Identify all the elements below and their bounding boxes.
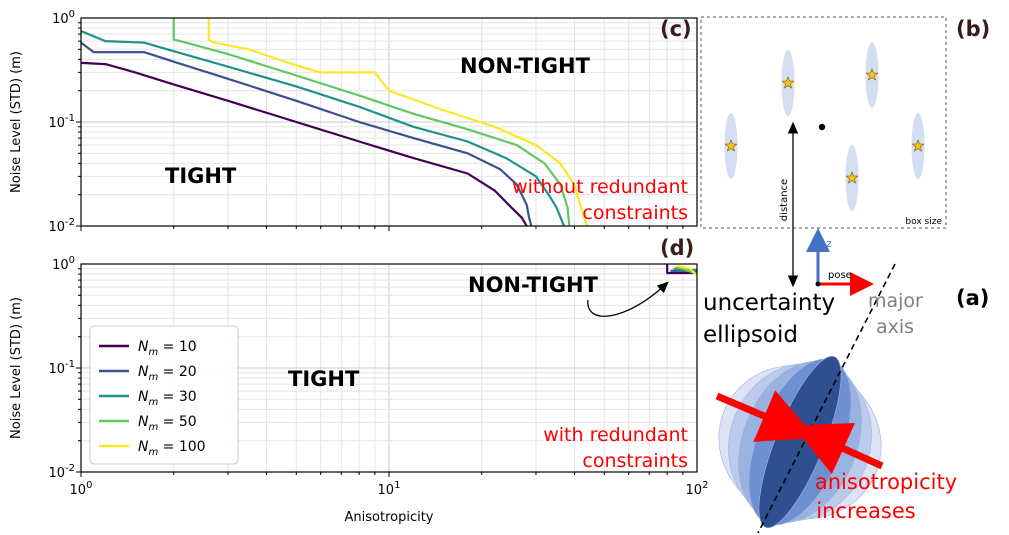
anisotropy-arrow-right xyxy=(792,423,884,475)
region-label-tight-c: TIGHT xyxy=(165,164,237,188)
y-tick-label: 100 xyxy=(52,255,75,273)
y-axis-label-d: Noise Level (STD) (m) xyxy=(9,297,24,439)
legend-label: Nm = 10 xyxy=(138,339,197,358)
panel-label-c: (c) xyxy=(660,17,692,41)
panel-label-d: (d) xyxy=(660,236,694,260)
landmark-star-icon xyxy=(865,68,879,81)
series-line-d-4 xyxy=(676,264,697,277)
x-tick-label: 100 xyxy=(70,480,93,498)
uncertainty-label-line-1: uncertainty xyxy=(703,290,835,316)
y-tick-label: 100 xyxy=(52,9,75,27)
series-line-d-0 xyxy=(666,264,697,275)
landmark-star-icon xyxy=(911,139,925,152)
legend-label: Nm = 20 xyxy=(138,364,197,383)
x-tick-label: 101 xyxy=(378,480,401,498)
landmark-star-icon xyxy=(845,171,859,184)
series-line-c-1 xyxy=(81,41,533,226)
legend-label: Nm = 50 xyxy=(138,414,197,433)
major-axis-label-line-2: axis xyxy=(876,316,914,338)
anisotropicity-label-line-2: increases xyxy=(816,499,915,523)
annotation-line-2-d: constraints xyxy=(582,450,688,472)
annotation-line-1-d: with redundant xyxy=(543,424,688,446)
illustration-panel-a: (a) uncertainty ellipsoid major axis ani… xyxy=(703,263,989,534)
reference-point xyxy=(818,123,826,131)
major-axis-label-line-1: major xyxy=(868,290,923,312)
landmark-group xyxy=(724,42,925,211)
y-tick-label: 10-1 xyxy=(48,359,75,377)
series-line-c-3 xyxy=(172,18,571,226)
uncertainty-label-line-2: ellipsoid xyxy=(703,322,798,348)
chart-panel-d: 10-2 10-1 100 100 101 102 Noise Level (STD) (… xyxy=(9,236,708,525)
series-group-d xyxy=(666,264,697,277)
series-line-c-2 xyxy=(81,29,566,226)
annotation-line-2-c: constraints xyxy=(582,202,688,224)
series-group-c xyxy=(81,18,589,226)
grid-c xyxy=(80,18,697,227)
major-axis-line xyxy=(757,263,896,534)
panel-label-b: (b) xyxy=(956,17,990,41)
box-size-label: box size xyxy=(905,217,942,227)
x-axis-label-d: Anisotropicity xyxy=(345,510,434,525)
y-tick-label: 10-2 xyxy=(48,463,75,481)
annotation-line-1-c: without redundant xyxy=(512,176,688,198)
landmark-star-icon xyxy=(724,139,738,152)
landmark-star-icon xyxy=(781,76,795,89)
distance-label: distance xyxy=(779,179,790,221)
anisotropicity-label-line-1: anisotropicity xyxy=(815,470,957,494)
panel-label-a: (a) xyxy=(956,286,989,310)
y-tick-label: 10-2 xyxy=(48,217,75,235)
legend-label: Nm = 30 xyxy=(138,389,197,408)
region-label-tight-d: TIGHT xyxy=(288,367,360,391)
pose-origin xyxy=(815,281,821,287)
region-label-nontight-c: NON-TIGHT xyxy=(460,54,591,78)
legend-label: Nm = 100 xyxy=(138,439,206,458)
box-frame xyxy=(700,16,947,229)
z-axis-label: z xyxy=(826,237,832,250)
anisotropy-arrow-left xyxy=(715,390,816,442)
series-line-c-4 xyxy=(207,18,589,226)
x-tick-label: 102 xyxy=(686,480,709,498)
region-label-nontight-d: NON-TIGHT xyxy=(468,273,599,297)
y-tick-label: 10-1 xyxy=(48,113,75,131)
diagram-panel-b: (b) distance box size z pose xyxy=(700,16,990,296)
nontight-pointer-arrow xyxy=(587,281,669,317)
y-axis-label-c: Noise Level (STD) (m) xyxy=(9,51,24,193)
series-line-c-0 xyxy=(81,61,528,226)
pose-label: pose xyxy=(828,270,852,281)
legend: Nm = 10 Nm = 20 Nm = 30 Nm = 50 Nm = 100 xyxy=(89,325,239,465)
legend-box xyxy=(89,325,239,465)
